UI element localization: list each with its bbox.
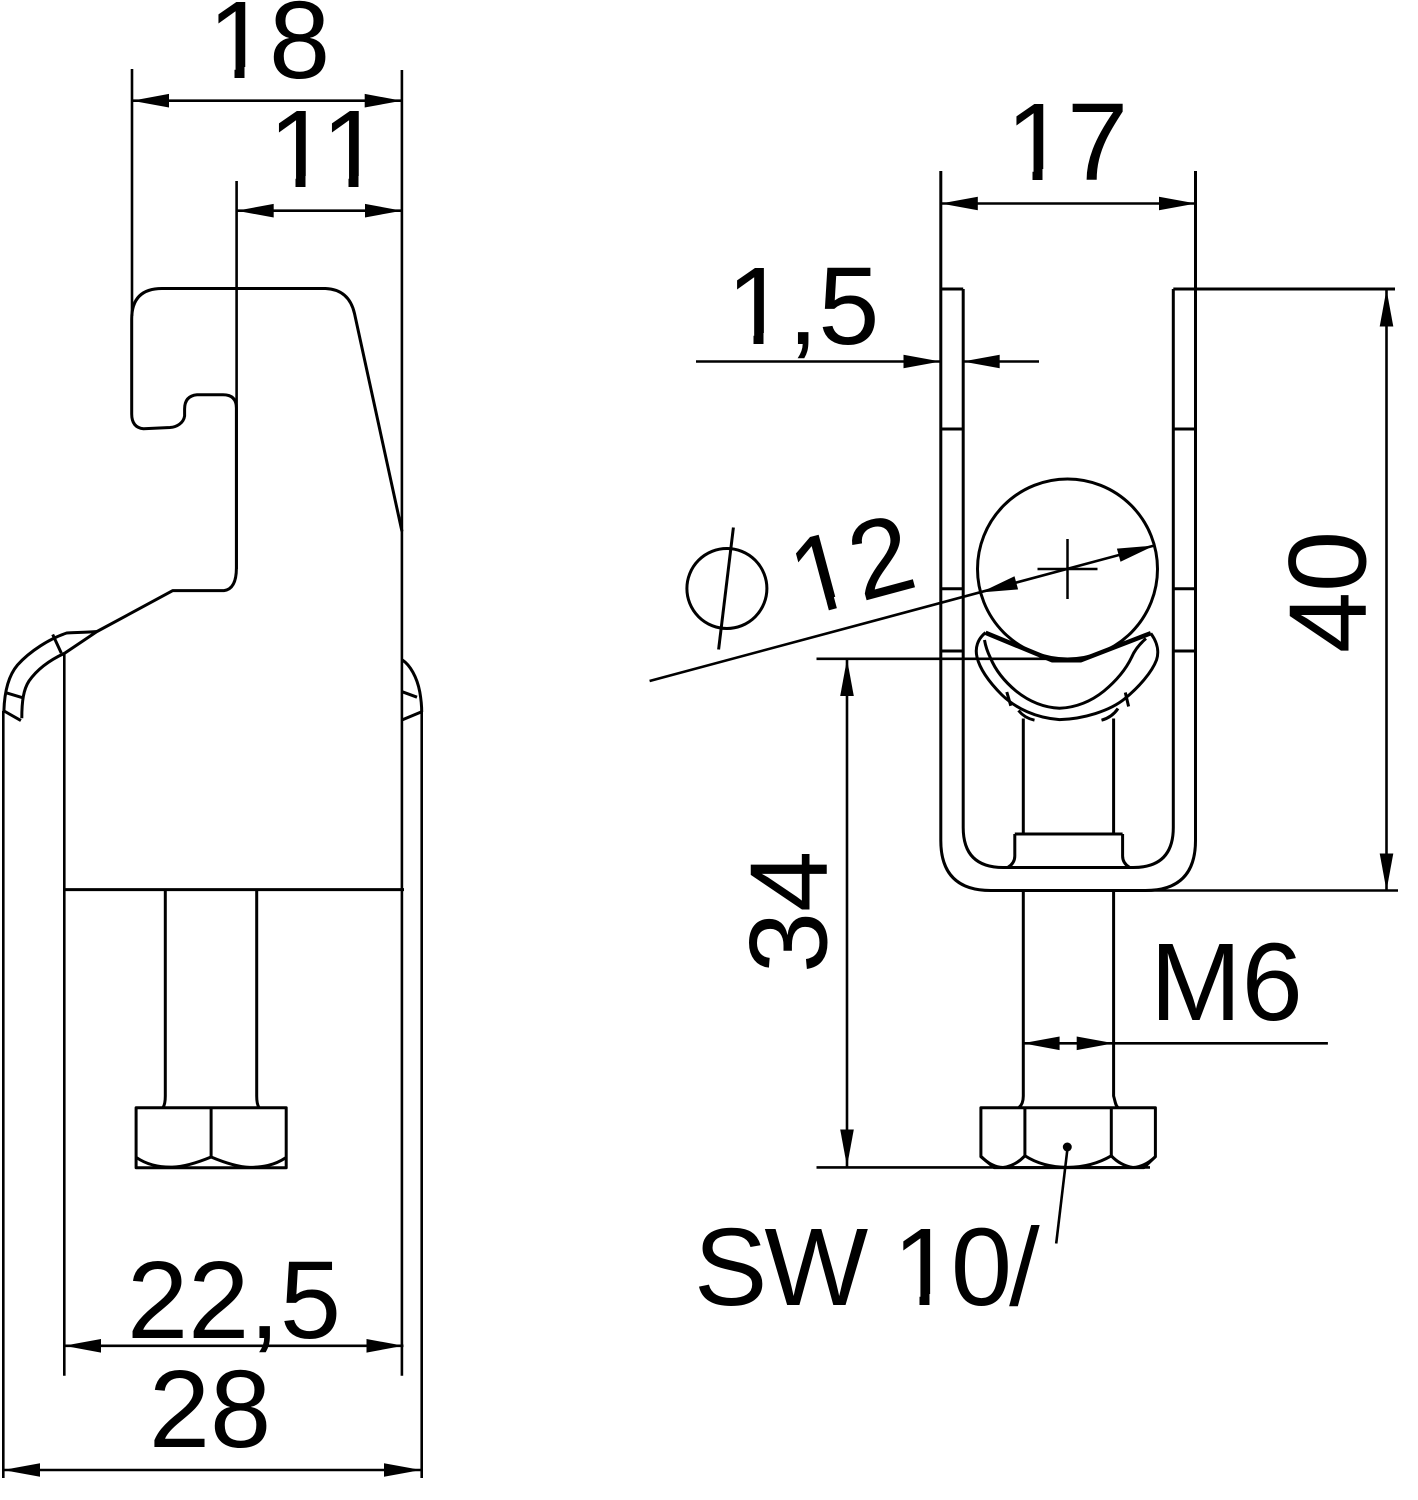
svg-text:11: 11 [268, 88, 382, 211]
svg-text:18: 18 [208, 0, 330, 102]
svg-text:40: 40 [1267, 531, 1390, 653]
svg-text:17: 17 [1006, 81, 1128, 204]
svg-text:1,5: 1,5 [727, 245, 880, 368]
svg-text:M6: M6 [1150, 921, 1303, 1044]
svg-text:34: 34 [728, 851, 851, 973]
svg-text:28: 28 [149, 1348, 271, 1471]
svg-text:SW 10/: SW 10/ [694, 1206, 1040, 1329]
svg-text:22,5: 22,5 [127, 1239, 341, 1362]
